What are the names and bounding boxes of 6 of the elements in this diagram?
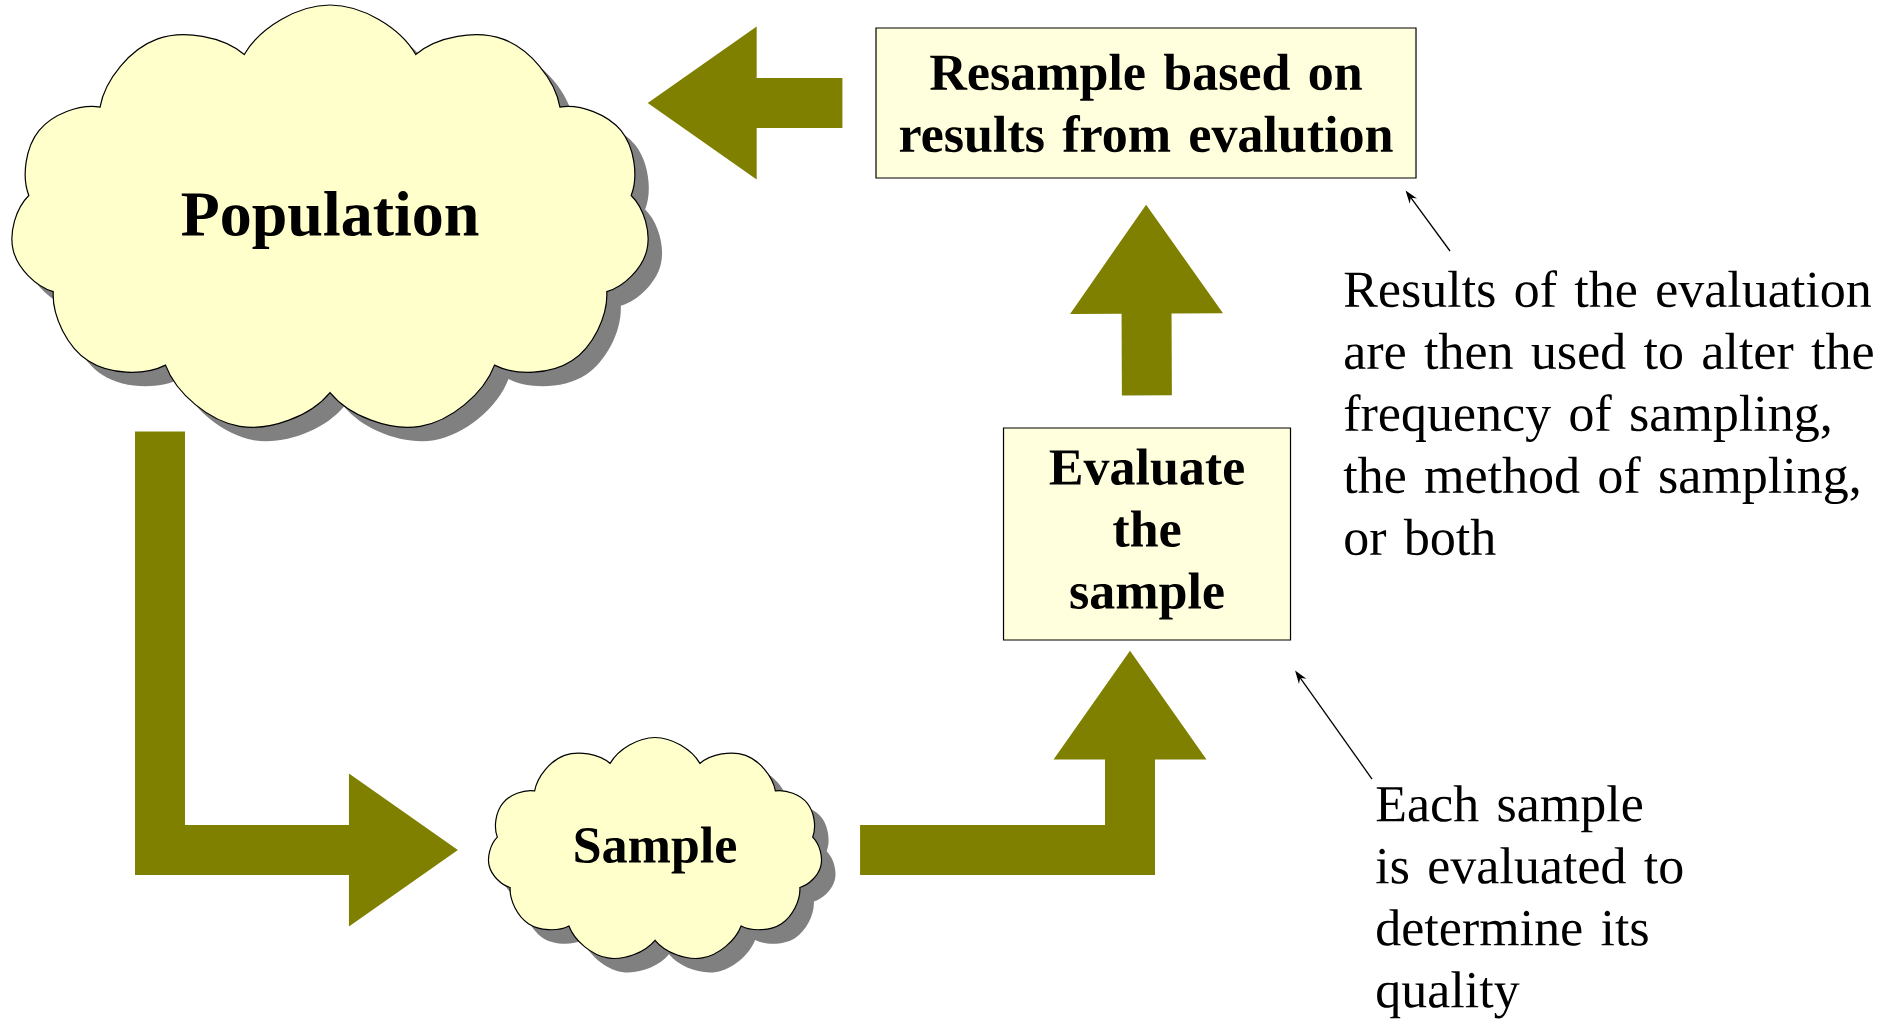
annotation-text: Each sample is evaluated to determine its quality xyxy=(1376,785,1683,1019)
cloud: Sample xyxy=(487,736,836,973)
annotation-text: Results of the evaluation are then used to alter the frequency of sampling, the method of sampling, or both xyxy=(1343,270,1873,556)
process-box: Evaluate the sample xyxy=(1002,427,1292,641)
cloud: Population xyxy=(11,4,663,442)
process-box: Resample based on results from evalution xyxy=(875,27,1417,179)
